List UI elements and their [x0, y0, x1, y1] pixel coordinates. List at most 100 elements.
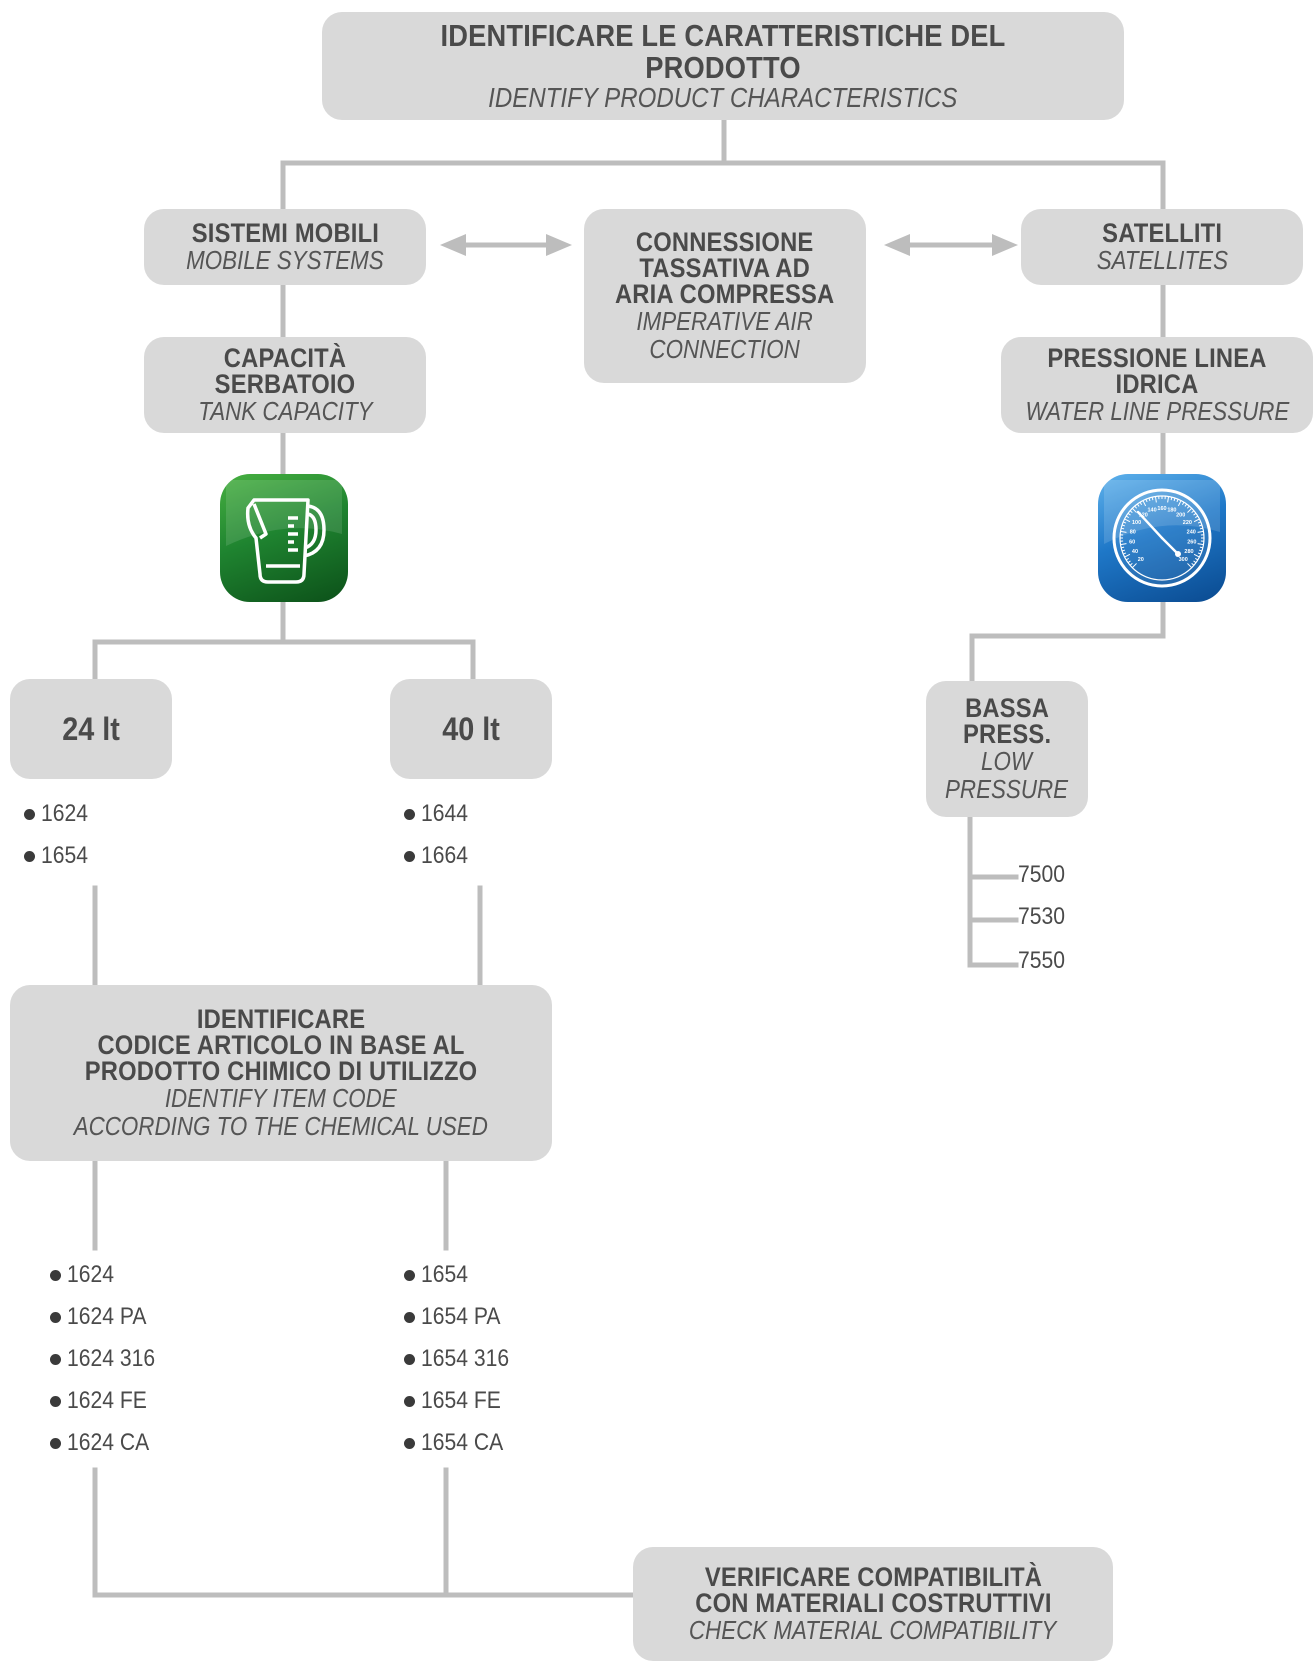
gauge-tick — [1139, 501, 1143, 506]
gauge-tick — [1177, 500, 1182, 507]
gauge-tick — [1191, 510, 1195, 514]
list-item: 1624 FE — [50, 1380, 167, 1422]
gauge-tick — [1120, 543, 1127, 546]
gauge-scale-label: 20 — [1138, 557, 1144, 563]
gauge-scale-label: 220 — [1183, 520, 1192, 526]
list-item: 1654 — [24, 835, 94, 877]
identify-item-code-english: IDENTIFY ITEM CODE ACCORDING TO THE CHEM… — [73, 1083, 489, 1141]
gauge-scale-label: 280 — [1184, 549, 1193, 555]
bullet-icon — [404, 1269, 415, 1281]
low-pressure-italian: BASSA PRESS. — [962, 693, 1052, 749]
code-7550: 7550 — [1018, 947, 1065, 974]
tank-24l-box: 24 lt — [10, 679, 172, 779]
gauge-tick — [1127, 560, 1131, 564]
mobile-systems-italian: SISTEMI MOBILI — [191, 218, 379, 248]
identify-item-code-box: IDENTIFICARE CODICE ARTICOLO IN BASE AL … — [10, 985, 552, 1161]
gauge-tick — [1198, 549, 1203, 552]
gauge-tick — [1170, 497, 1173, 501]
mobile-systems-box: SISTEMI MOBILI MOBILE SYSTEMS — [144, 209, 426, 285]
list-item: 1624 316 — [50, 1338, 167, 1380]
gauge-tick — [1125, 515, 1130, 519]
gauge-tick — [1198, 524, 1203, 527]
codes-1624-list: 1624 1624 PA 1624 316 1624 FE 1624 CA — [50, 1254, 167, 1464]
water-pressure-italian: PRESSIONE LINEA IDRICA — [1047, 343, 1267, 399]
gauge-tick — [1124, 553, 1131, 558]
list-item: 1664 — [404, 835, 474, 877]
tank-40l-box: 40 lt — [390, 679, 552, 779]
list-item: 1654 316 — [404, 1338, 521, 1380]
gauge-scale-label: 60 — [1129, 539, 1135, 545]
gauge-tick — [1142, 500, 1147, 507]
air-connection-italian: CONNESSIONE TASSATIVA AD ARIA COMPRESSA — [615, 227, 835, 309]
gauge-scale-label: 120 — [1139, 513, 1148, 519]
bullet-icon — [50, 1269, 61, 1281]
bullet-icon — [50, 1353, 61, 1365]
identify-item-code-italian: IDENTIFICARE CODICE ARTICOLO IN BASE AL … — [84, 1004, 478, 1086]
verify-compatibility-english: CHECK MATERIAL COMPATIBILITY — [689, 1615, 1057, 1645]
bullet-icon — [404, 1395, 415, 1407]
gauge-scale-label: 160 — [1157, 506, 1166, 512]
gauge-tick — [1173, 497, 1176, 502]
gauge-scale-label: 100 — [1132, 520, 1141, 526]
gauge-tick — [1148, 497, 1151, 502]
list-item: 1624 — [24, 793, 94, 835]
list-item: 1654 CA — [404, 1422, 521, 1464]
bullet-icon — [50, 1395, 61, 1407]
bullet-icon — [404, 1311, 415, 1323]
list-item: 1654 FE — [404, 1380, 521, 1422]
tank-24l-label: 24 lt — [62, 710, 120, 747]
air-connection-box: CONNESSIONE TASSATIVA AD ARIA COMPRESSA … — [584, 209, 866, 383]
gauge-tick — [1199, 527, 1203, 530]
title-english: IDENTIFY PRODUCT CHARACTERISTICS — [488, 82, 958, 113]
arrow-mobile-air — [440, 234, 572, 256]
code-7530: 7530 — [1018, 903, 1065, 930]
title-italian: IDENTIFICARE LE CARATTERISTICHE DEL PROD… — [440, 18, 1006, 85]
gauge-scale-label: 140 — [1147, 508, 1156, 514]
gauge-scale-label: 260 — [1187, 539, 1196, 545]
verify-compatibility-italian: VERIFICARE COMPATIBILITÀ CON MATERIALI C… — [694, 1562, 1052, 1618]
codes-40l-list: 1644 1664 — [404, 793, 474, 877]
gauge-tick — [1191, 562, 1195, 566]
gauge-scale-label: 80 — [1130, 529, 1136, 535]
gauge-tick — [1167, 496, 1170, 503]
list-item: 1624 — [50, 1254, 167, 1296]
codes-1654-list: 1654 1654 PA 1654 316 1654 FE 1654 CA — [404, 1254, 521, 1464]
gauge-tick — [1123, 521, 1127, 524]
low-pressure-box: BASSA PRESS. LOW PRESSURE — [926, 681, 1088, 817]
gauge-tick — [1121, 527, 1125, 530]
list-item: 1654 PA — [404, 1296, 521, 1338]
jug-icon — [220, 474, 348, 602]
gauge-tick — [1193, 512, 1197, 516]
low-pressure-english: LOW PRESSURE — [945, 746, 1069, 804]
air-connection-english: IMPERATIVE AIR CONNECTION — [636, 306, 814, 364]
gauge-tick — [1187, 563, 1193, 569]
gauge-tick — [1197, 521, 1201, 524]
gauge-tick — [1199, 546, 1203, 549]
gauge-tick — [1186, 505, 1190, 509]
bullet-icon — [404, 808, 415, 820]
gauge-tick — [1187, 507, 1193, 513]
gauge-tick — [1184, 503, 1188, 507]
gauge-tick — [1124, 518, 1131, 523]
gauge-tick — [1121, 546, 1125, 549]
gauge-tick — [1131, 563, 1137, 569]
gauge-tick — [1129, 510, 1133, 514]
list-item: 1624 PA — [50, 1296, 167, 1338]
satellites-italian: SATELLITI — [1102, 218, 1222, 248]
gauge-tick — [1123, 552, 1127, 555]
gauge-scale-label: 180 — [1167, 508, 1176, 514]
bullet-icon — [404, 1437, 415, 1449]
gauge-tick — [1151, 497, 1154, 501]
arrow-air-satellites — [884, 234, 1018, 256]
mobile-systems-english: MOBILE SYSTEMS — [186, 245, 384, 275]
bullet-icon — [50, 1437, 61, 1449]
tank-capacity-italian: CAPACITÀ SERBATOIO — [214, 343, 356, 399]
tank-40l-label: 40 lt — [442, 710, 500, 747]
gauge-tick — [1127, 512, 1131, 516]
satellites-english: SATELLITES — [1096, 245, 1228, 275]
gauge-scale-label: 240 — [1187, 529, 1196, 535]
tank-capacity-english: TANK CAPACITY — [197, 396, 373, 426]
gauge-tick — [1197, 552, 1201, 555]
